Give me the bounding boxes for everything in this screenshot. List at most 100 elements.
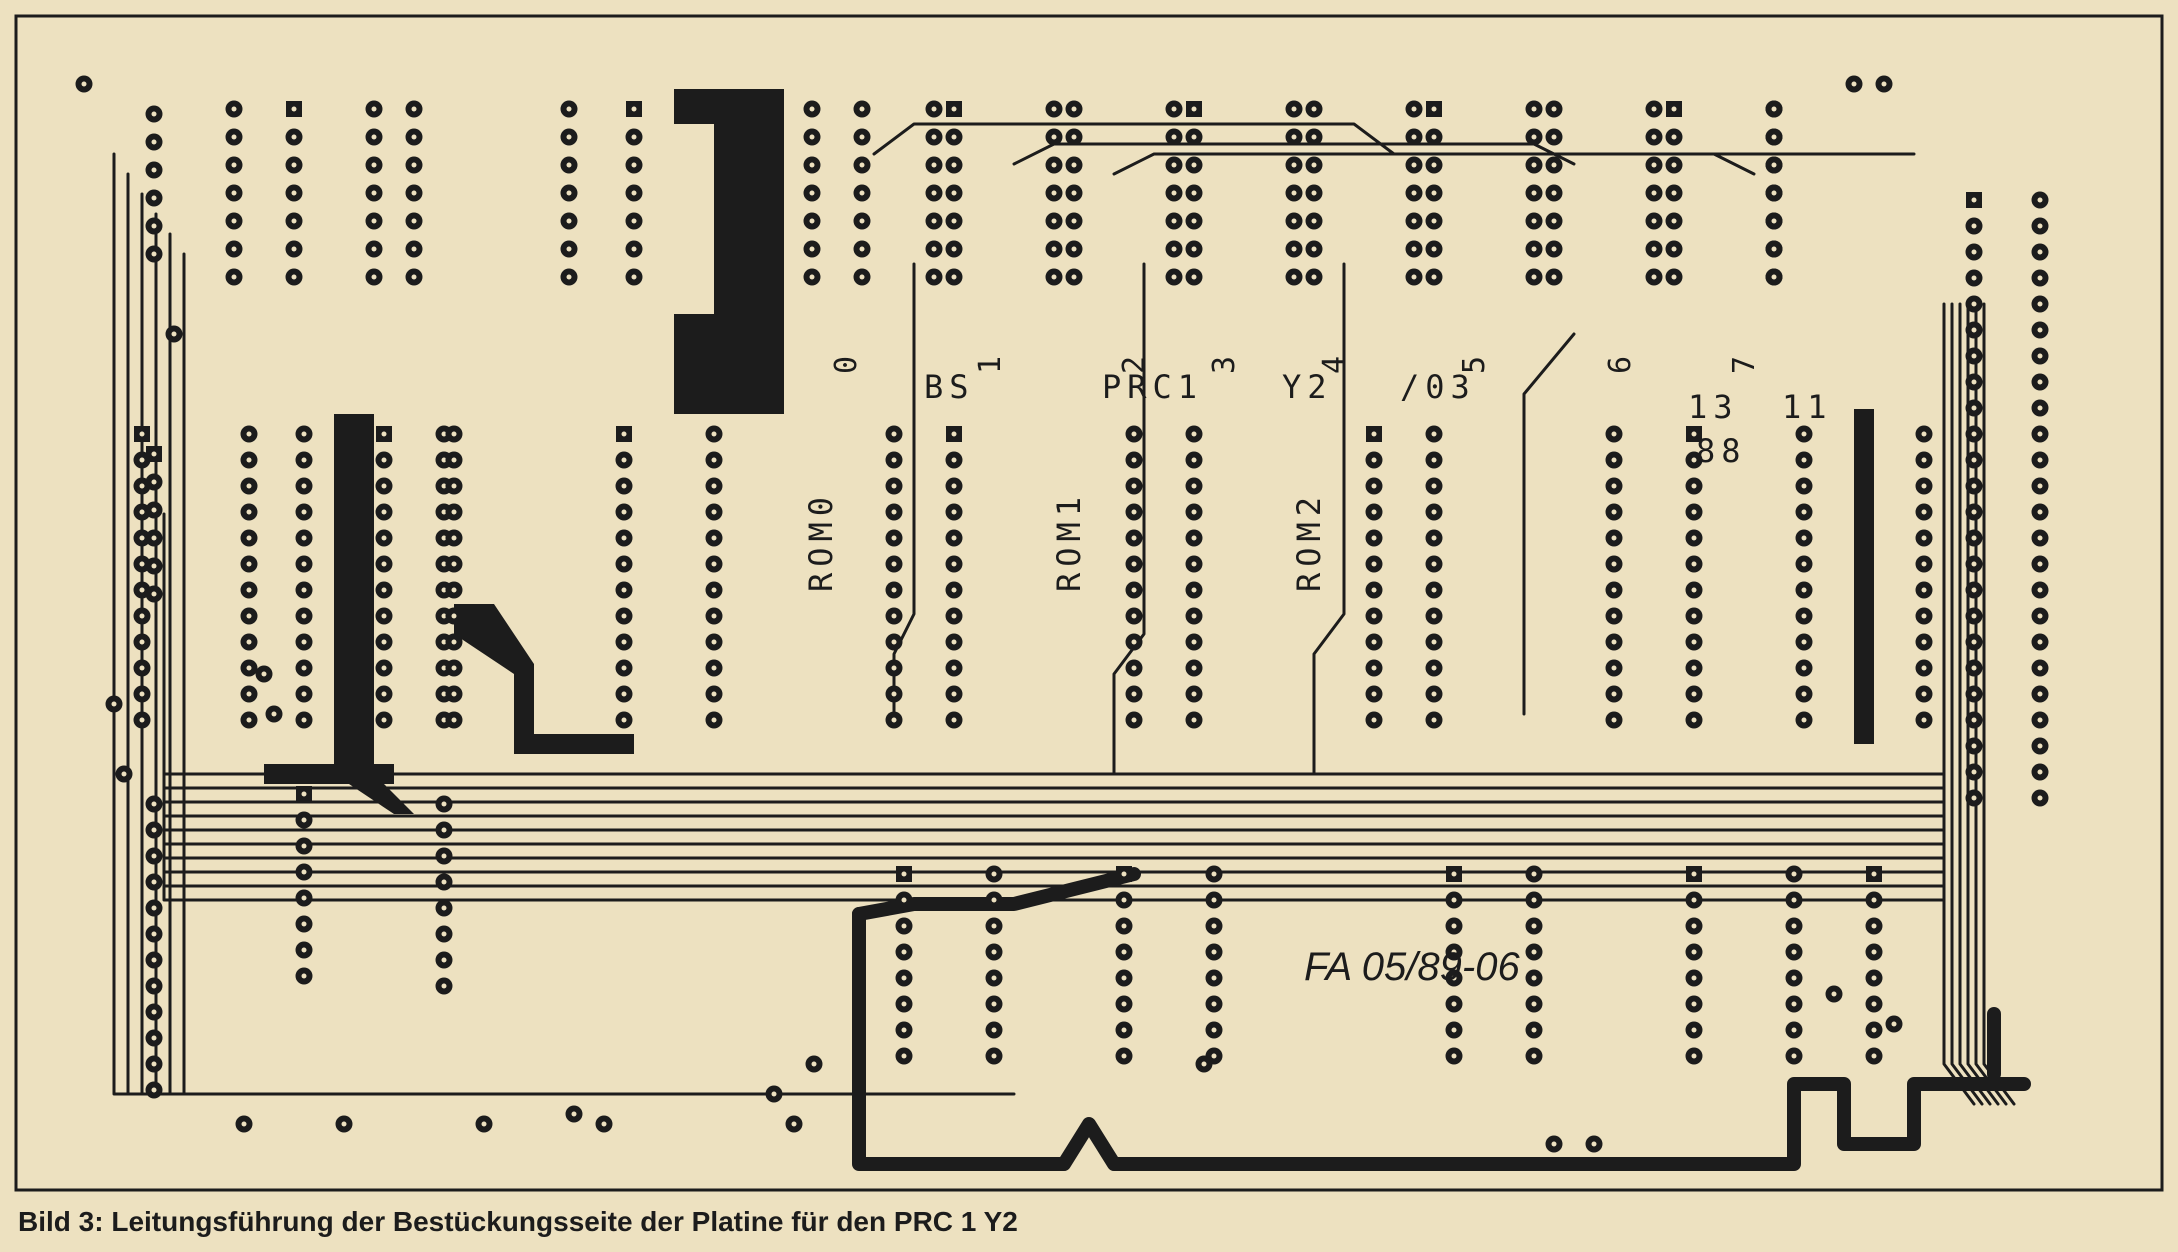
mid-socket-col-10-pin-12-drill-hole	[1131, 717, 1137, 723]
mid-socket-col-13-pin-1-drill-hole	[1431, 431, 1437, 437]
mid-socket-col-9-pin-10-drill-hole	[951, 665, 957, 671]
left-socket-b-pin-4-drill-hole	[151, 535, 157, 541]
mid-socket-col-5-pin-4-drill-hole	[451, 509, 457, 515]
top-socket-5-left-pin-7-drill-hole	[1051, 274, 1057, 280]
mid-socket-col-0-pin-10-drill-hole	[139, 665, 145, 671]
silk-13: 13	[1688, 388, 1739, 426]
lower-socket-col-7-pin-6-drill-hole	[1791, 1001, 1797, 1007]
mid-socket-col-15-pin-12-drill-hole	[1691, 717, 1697, 723]
lower-socket-col-0-pin-3-drill-hole	[901, 923, 907, 929]
mid-socket-col-14-pin-4-drill-hole	[1611, 509, 1617, 515]
top-socket-7-right-pin-5-drill-hole	[1311, 218, 1317, 224]
mid-socket-col-11-pin-12-drill-hole	[1191, 717, 1197, 723]
top-socket-8-right-pin-7-drill-hole	[1431, 274, 1437, 280]
mid-socket-col-12-pin-3-drill-hole	[1371, 483, 1377, 489]
top-socket-1-right-pin-7-drill-hole	[411, 274, 417, 280]
lower-socket-col-4-pin-8-drill-hole	[1451, 1053, 1457, 1059]
mid-socket-col-4-pin-10-drill-hole	[441, 665, 447, 671]
lower-socket-col-3-pin-4-drill-hole	[1211, 949, 1217, 955]
edge-connector-right-pin-2-drill-hole	[2037, 223, 2043, 229]
top-socket-0-right-pin-1-drill-hole	[291, 106, 297, 112]
lower-socket-col-1-pin-3-drill-hole	[991, 923, 997, 929]
lower-socket-col-3-pin-5-drill-hole	[1211, 975, 1217, 981]
mid-socket-col-9-pin-7-drill-hole	[951, 587, 957, 593]
mid-socket-col-5-pin-2-drill-hole	[451, 457, 457, 463]
mid-socket-col-14-pin-3-drill-hole	[1611, 483, 1617, 489]
top-socket-2-right-pin-5-drill-hole	[631, 218, 637, 224]
mid-socket-col-7-pin-3-drill-hole	[711, 483, 717, 489]
lower-socket-col-0-pin-6-drill-hole	[901, 1001, 907, 1007]
mid-socket-col-7-pin-11-drill-hole	[711, 691, 717, 697]
mid-socket-col-9-pin-4-drill-hole	[951, 509, 957, 515]
lower-socket-col-1-pin-1-drill-hole	[991, 871, 997, 877]
mid-socket-col-0-pin-8-drill-hole	[139, 613, 145, 619]
via-9-drill-hole	[341, 1121, 347, 1127]
top-socket-1-left-pin-3-drill-hole	[371, 162, 377, 168]
mid-socket-col-7-pin-6-drill-hole	[711, 561, 717, 567]
via-5-drill-hole	[271, 711, 277, 717]
mid-socket-col-13-pin-6-drill-hole	[1431, 561, 1437, 567]
left-socket-c-pin-4-drill-hole	[151, 879, 157, 885]
mid-socket-col-16-pin-12-drill-hole	[1801, 717, 1807, 723]
mid-socket-col-13-pin-8-drill-hole	[1431, 613, 1437, 619]
via-1-drill-hole	[1851, 81, 1857, 87]
mid-socket-col-17-pin-5-drill-hole	[1921, 535, 1927, 541]
mid-socket-col-1-pin-2-drill-hole	[246, 457, 252, 463]
top-socket-0-right-pin-7-drill-hole	[291, 274, 297, 280]
mid-socket-col-2-pin-2-drill-hole	[301, 457, 307, 463]
top-socket-4-right-pin-3-drill-hole	[951, 162, 957, 168]
silkscreen-layer: 0 1 2 3 4 5 6 7 BS PRC1 Y2 /03 13 11 88 …	[802, 356, 1827, 989]
top-socket-7-left-pin-2-drill-hole	[1291, 134, 1297, 140]
mid-socket-col-10-pin-2-drill-hole	[1131, 457, 1137, 463]
top-socket-4-right-pin-6-drill-hole	[951, 246, 957, 252]
edge-connector-right-pin-18-drill-hole	[2037, 639, 2043, 645]
mid-socket-col-17-pin-4-drill-hole	[1921, 509, 1927, 515]
mid-socket-col-17-pin-9-drill-hole	[1921, 639, 1927, 645]
lower-socket-col-3-pin-2-drill-hole	[1211, 897, 1217, 903]
mid-socket-col-8-pin-9-drill-hole	[891, 639, 897, 645]
top-socket-7-left-pin-6-drill-hole	[1291, 246, 1297, 252]
mid-socket-col-8-pin-5-drill-hole	[891, 535, 897, 541]
top-socket-8-right-pin-3-drill-hole	[1431, 162, 1437, 168]
mid-socket-col-17-pin-10-drill-hole	[1921, 665, 1927, 671]
top-socket-6-right-pin-7-drill-hole	[1191, 274, 1197, 280]
left-socket-a-pin-4-drill-hole	[151, 195, 157, 201]
mid-socket-col-11-pin-8-drill-hole	[1191, 613, 1197, 619]
top-socket-0-right-pin-4-drill-hole	[291, 190, 297, 196]
mid-socket-col-8-pin-1-drill-hole	[891, 431, 897, 437]
top-socket-3-right-pin-2-drill-hole	[859, 134, 865, 140]
edge-connector-left-pin-15-drill-hole	[1971, 561, 1977, 567]
mid-socket-col-1-pin-1-drill-hole	[246, 431, 252, 437]
mid-socket-col-6-pin-9-drill-hole	[621, 639, 627, 645]
mid-socket-col-14-pin-9-drill-hole	[1611, 639, 1617, 645]
top-socket-6-left-pin-4-drill-hole	[1171, 190, 1177, 196]
top-socket-3-left-pin-2-drill-hole	[809, 134, 815, 140]
left-socket-e-pin-8-drill-hole	[441, 983, 447, 989]
top-socket-9-left-pin-4-drill-hole	[1531, 190, 1537, 196]
mid-socket-col-9-pin-9-drill-hole	[951, 639, 957, 645]
edge-connector-left-pin-5-drill-hole	[1971, 301, 1977, 307]
mid-socket-col-13-pin-3-drill-hole	[1431, 483, 1437, 489]
lower-socket-col-6-pin-7-drill-hole	[1691, 1027, 1697, 1033]
mid-socket-col-15-pin-11-drill-hole	[1691, 691, 1697, 697]
mid-socket-col-16-pin-11-drill-hole	[1801, 691, 1807, 697]
mid-socket-col-13-pin-4-drill-hole	[1431, 509, 1437, 515]
mid-socket-col-14-pin-6-drill-hole	[1611, 561, 1617, 567]
mid-socket-col-14-pin-8-drill-hole	[1611, 613, 1617, 619]
left-socket-d-pin-4-drill-hole	[301, 869, 307, 875]
left-socket-e-pin-3-drill-hole	[441, 853, 447, 859]
edge-connector-right-pin-10-drill-hole	[2037, 431, 2043, 437]
left-socket-c-pin-12-drill-hole	[151, 1087, 157, 1093]
top-socket-7-right-pin-2-drill-hole	[1311, 134, 1317, 140]
mid-socket-col-7-pin-10-drill-hole	[711, 665, 717, 671]
lower-socket-col-8-pin-4-drill-hole	[1871, 949, 1877, 955]
rom1-feed-trace	[1112, 262, 1146, 776]
mid-socket-col-11-pin-6-drill-hole	[1191, 561, 1197, 567]
left-socket-a-pin-5-drill-hole	[151, 223, 157, 229]
lower-socket-col-5-pin-7-drill-hole	[1531, 1027, 1537, 1033]
mid-socket-col-16-pin-6-drill-hole	[1801, 561, 1807, 567]
lower-socket-col-7-pin-4-drill-hole	[1791, 949, 1797, 955]
lower-socket-col-5-pin-4-drill-hole	[1531, 949, 1537, 955]
top-socket-4-left-pin-5-drill-hole	[931, 218, 937, 224]
via-2-drill-hole	[1881, 81, 1887, 87]
